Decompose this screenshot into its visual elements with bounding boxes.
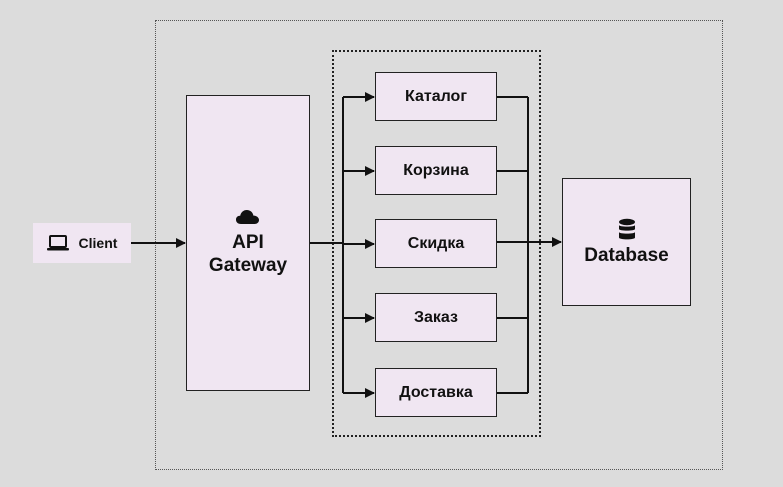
client-node: Client — [33, 223, 131, 263]
service-cart: Корзина — [375, 146, 497, 195]
laptop-icon — [46, 235, 69, 251]
service-delivery: Доставка — [375, 368, 497, 417]
service-label: Доставка — [399, 383, 473, 401]
database-node: Database — [562, 178, 691, 306]
api-gateway-node: API Gateway — [186, 95, 310, 391]
service-discount: Скидка — [375, 219, 497, 268]
service-label: Скидка — [407, 234, 465, 252]
service-order: Заказ — [375, 293, 497, 342]
system-boundary — [155, 20, 723, 470]
gateway-label-line2: Gateway — [208, 255, 288, 276]
client-label: Client — [78, 235, 118, 251]
database-label: Database — [584, 244, 669, 266]
service-catalog: Каталог — [375, 72, 497, 121]
service-label: Заказ — [414, 308, 458, 326]
database-icon — [618, 218, 635, 239]
service-label: Корзина — [403, 161, 469, 179]
gateway-label-line1: API — [232, 232, 264, 253]
cloud-icon — [236, 210, 259, 224]
service-label: Каталог — [405, 87, 467, 105]
